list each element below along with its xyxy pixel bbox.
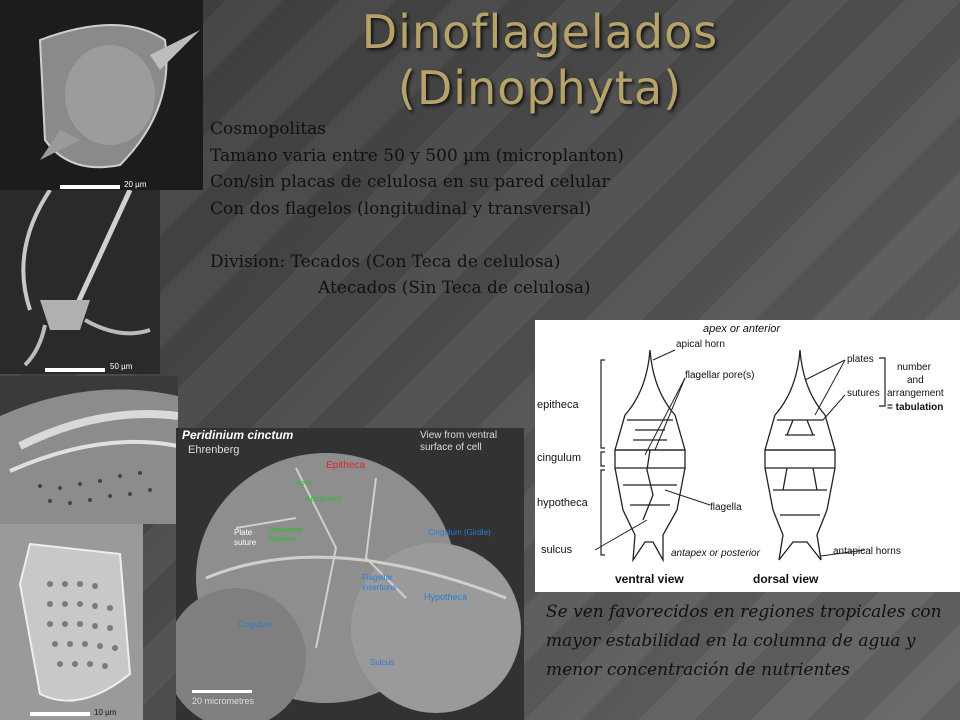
sem-photo-3	[0, 376, 178, 524]
apical-pore-label: Apical pore	[306, 496, 342, 503]
flagella-label: flagella	[710, 502, 742, 513]
antapex-label: antapex or posterior	[671, 548, 761, 559]
bullet-spacer	[210, 222, 710, 249]
species-author: Ehrenberg	[188, 444, 240, 456]
bullet-text: Cosmopolitas	[210, 119, 327, 139]
hypotheca-diagram-label: hypotheca	[537, 497, 589, 509]
bullet-text: Con/sin placas de celulosa en su pared c…	[210, 172, 610, 192]
flagellar-pore-label: flagellar pore(s)	[685, 370, 754, 381]
sulcus-label: Sulcus	[370, 658, 395, 667]
apex-label: Apex	[296, 480, 312, 487]
number-label: number	[897, 362, 932, 373]
view-label: View from ventral surface of cell	[420, 430, 498, 453]
sulcus-diagram-label: sulcus	[541, 544, 573, 556]
slide-title: Dinoflagelados (Dinophyta)	[300, 4, 780, 116]
transverse-flagellum-label: Transverse flagellum	[268, 527, 303, 543]
cingulum-girdle-label: Cingulum (Girdle)	[428, 528, 491, 537]
cingulum-label: Cingulum	[238, 620, 272, 629]
cingulum-diagram-label: cingulum	[537, 452, 581, 464]
scale-label: 20 micrometres	[192, 696, 255, 706]
bullet-text: Atecados (Sin Teca de celulosa)	[318, 278, 591, 298]
bullet-text: Tamano varia entre 50 y 500 µm (micropla…	[210, 145, 624, 166]
scale-label: 50 µm	[110, 362, 133, 371]
sutures-label: sutures	[847, 388, 880, 399]
ventral-view-label: ventral view	[615, 572, 684, 586]
epitheca-label: Epitheca	[326, 460, 365, 471]
apical-horn-label: apical horn	[676, 339, 725, 350]
plates-label: plates	[847, 354, 874, 365]
peridinium-micrograph: Peridinium cinctum Ehrenberg View from v…	[176, 428, 524, 720]
dinoflagellate-diagram: apex or anterior apical horn flagellar p…	[535, 320, 960, 592]
sem-photo-2: 50 µm	[0, 190, 160, 374]
title-line-1: Dinoflagelados	[361, 5, 719, 59]
ventral-cell	[614, 349, 686, 563]
species-name: Peridinium cinctum	[182, 428, 294, 442]
hypotheca-label: Hypotheca	[424, 592, 468, 602]
sem-photo-4: 10 µm	[0, 524, 143, 720]
sem-photo-1: 20 µm	[0, 0, 203, 190]
and-label: and	[907, 375, 924, 386]
tabulation-label: = tabulation	[887, 402, 943, 413]
diagram-top-label: apex or anterior	[703, 323, 781, 335]
bullet-list: Cosmopolitas Tamano varia entre 50 y 500…	[210, 116, 710, 302]
arrangement-label: arrangement	[887, 388, 944, 399]
scale-label: 10 µm	[94, 708, 117, 717]
slide-note: Se ven favorecidos en regiones tropicale…	[546, 602, 942, 680]
dorsal-view-label: dorsal view	[753, 572, 819, 586]
title-line-2: (Dinophyta)	[397, 61, 683, 115]
bullet-text: Con dos flagelos (longitudinal y transve…	[210, 198, 592, 219]
epitheca-diagram-label: epitheca	[537, 399, 579, 411]
dorsal-cell	[764, 349, 836, 561]
scale-label: 20 µm	[124, 180, 147, 189]
bullet-text: Division: Tecados (Con Teca de celulosa)	[210, 251, 561, 272]
flagellar-insertions-label: Flagellar insertions	[362, 573, 397, 592]
antapical-horns-label: antapical horns	[833, 546, 901, 557]
plate-suture-label: Plate suture	[234, 528, 257, 547]
